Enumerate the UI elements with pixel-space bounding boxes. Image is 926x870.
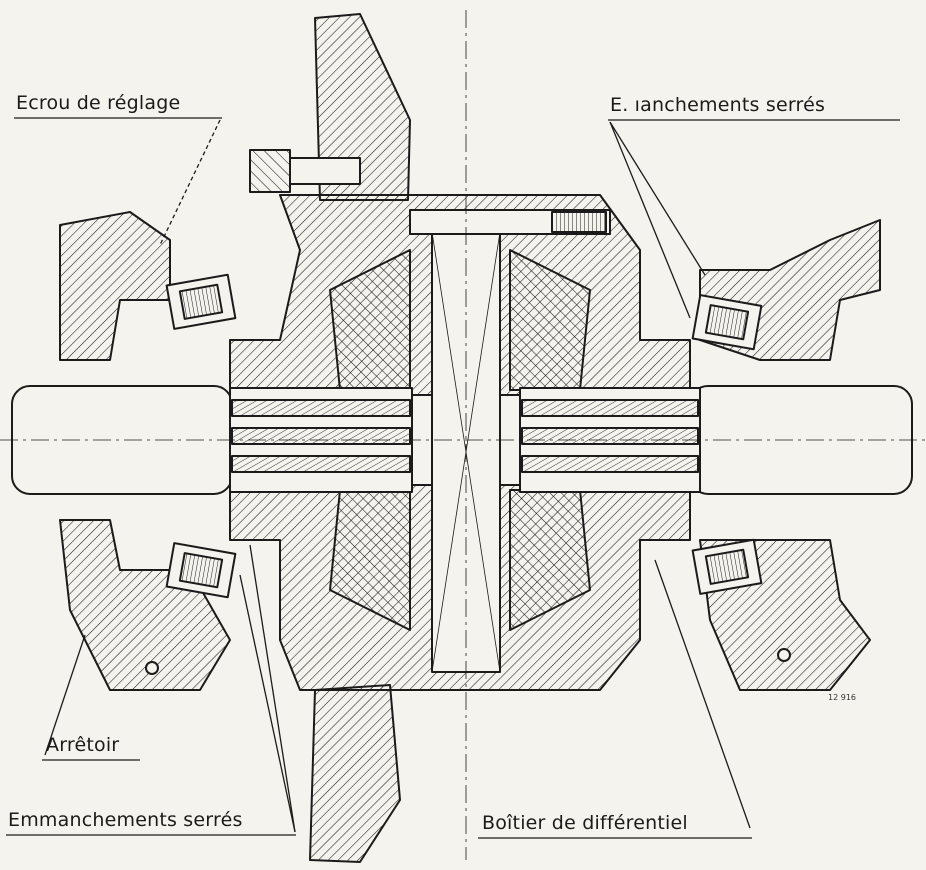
bolt-shank (289, 157, 361, 185)
stop-pin-left (145, 661, 159, 675)
leader-stop (44, 634, 86, 756)
pin-spring (551, 211, 607, 233)
label-press-fits-bottom: Emmanchements serrés (8, 809, 243, 831)
drawing-reference-number: 12 916 (828, 693, 856, 702)
leader-press-fits-bottom-b (249, 544, 296, 833)
leader-press-fits-top-b (609, 121, 706, 276)
label-differential-case: Boîtier de différentiel (482, 812, 688, 834)
stop-pin-right (777, 648, 791, 662)
leader-differential-case (654, 559, 751, 829)
label-adjusting-nut: Ecrou de réglage (16, 92, 181, 114)
label-stop: Arrêtoir (46, 734, 120, 756)
crown-wheel-bottom (309, 684, 401, 863)
left-housing-lower (59, 519, 231, 691)
leader-adjusting-nut (159, 119, 221, 246)
bolt-nut (249, 149, 291, 193)
label-press-fits-top: E. ıanchements serrés (610, 94, 826, 116)
leader-press-fits-bottom-a (239, 574, 296, 833)
leader-press-fits-top-a (609, 121, 691, 319)
left-housing-upper (59, 211, 171, 361)
